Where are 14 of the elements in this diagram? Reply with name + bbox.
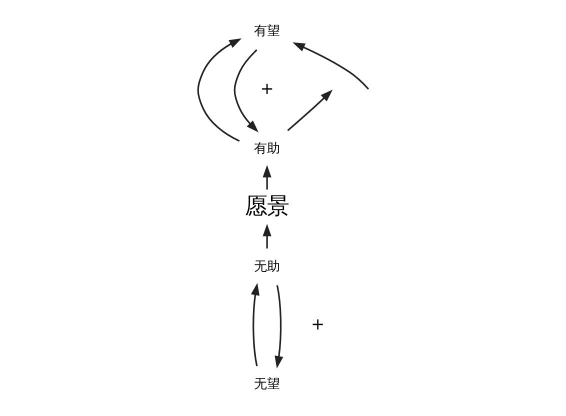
arrow [274, 285, 283, 368]
node-text: 无助 [254, 259, 280, 274]
arrow [292, 42, 369, 90]
arrow [196, 38, 242, 142]
label: + [310, 314, 324, 334]
node-text: 无望 [254, 377, 280, 392]
arrow [250, 282, 259, 366]
label: + [260, 79, 274, 98]
arrow [233, 49, 258, 132]
arrow [262, 224, 271, 248]
arrow [262, 164, 271, 190]
node-text: 愿景 [244, 194, 289, 220]
node-text: 有助 [254, 142, 280, 157]
node-text: 有望 [254, 24, 280, 39]
